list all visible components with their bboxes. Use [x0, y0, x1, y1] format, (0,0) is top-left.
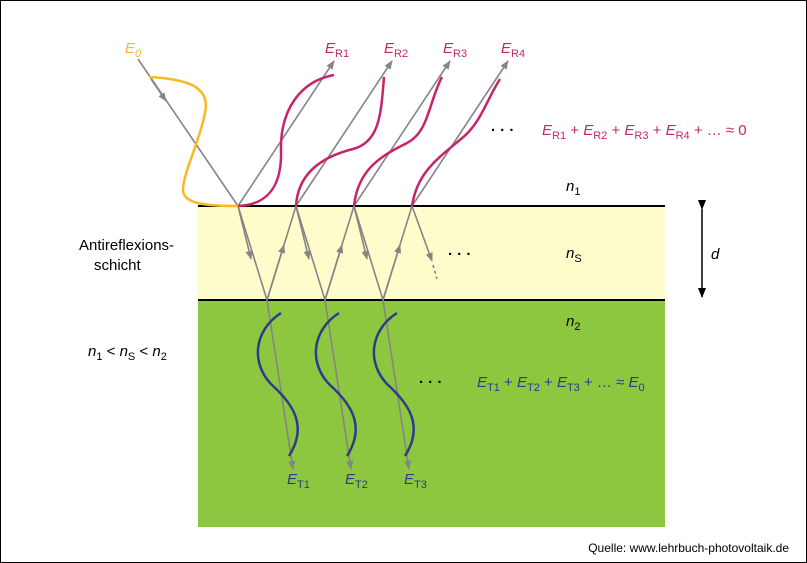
layer-ray-down-4 — [411, 205, 433, 262]
reflected-wave-1 — [237, 73, 335, 208]
layer-ray-down-3-arrow — [353, 205, 369, 260]
label-n2: n2 — [566, 313, 580, 333]
label-et3: ET3 — [404, 471, 427, 491]
label-er2: ER2 — [384, 40, 408, 60]
transmitted-wave-1 — [256, 311, 299, 457]
reflected-ray-1 — [237, 60, 335, 207]
rays — [137, 58, 509, 470]
reflected-wave-2 — [294, 76, 386, 207]
substrate — [198, 300, 665, 527]
layer-ray-down-2-arrow — [295, 205, 311, 260]
label-er3: ER3 — [443, 40, 467, 60]
transmitted-wave-3 — [372, 311, 415, 457]
label-e0: E0 — [125, 40, 142, 60]
label-d: d — [711, 246, 720, 263]
layer-ray-up-3-arrow — [382, 244, 402, 301]
ellipsis-reflected: · · · — [491, 122, 514, 139]
label-et1: ET1 — [287, 471, 310, 491]
reflected-waves — [237, 73, 502, 208]
ellipsis-layer: · · · — [448, 246, 471, 263]
index-relation: n1 < nS < n2 — [88, 343, 167, 363]
transmitted-ray-3 — [382, 299, 412, 470]
coating-layer — [198, 206, 665, 300]
reflected-wave-4 — [410, 78, 502, 207]
transmitted-sum: ET1 + ET2 + ET3 + … ≈ E0 — [477, 374, 645, 394]
ellipsis-transmitted: · · · — [419, 374, 442, 391]
label-ns: nS — [566, 245, 582, 265]
reflected-ray-4 — [411, 60, 509, 207]
label-et2: ET2 — [345, 471, 368, 491]
coating-label-line1: Antireflexions- — [79, 237, 174, 254]
source-credit: Quelle: www.lehrbuch-photovoltaik.de — [588, 541, 789, 555]
layer-ray-up-1-arrow — [266, 244, 286, 301]
reflected-ray-2 — [295, 60, 393, 207]
transmitted-ray-2 — [324, 299, 354, 470]
incident-ray-arrow — [150, 78, 167, 102]
layer-ray-up-2-arrow — [324, 244, 344, 301]
transmitted-waves — [256, 311, 415, 457]
label-n1: n1 — [566, 178, 580, 198]
reflected-ray-3 — [353, 60, 451, 207]
layer-ray-down-4-dash — [432, 264, 438, 280]
transmitted-ray-1 — [266, 299, 296, 470]
layer-ray-down-1-arrow — [237, 205, 253, 260]
label-er1: ER1 — [325, 40, 349, 60]
reflected-sum: ER1 + ER2 + ER3 + ER4 + … ≈ 0 — [542, 122, 747, 142]
label-er4: ER4 — [501, 40, 525, 60]
transmitted-wave-2 — [314, 311, 357, 457]
incident-wave — [148, 75, 239, 208]
reflected-wave-3 — [352, 76, 444, 207]
coating-label-line2: schicht — [94, 257, 142, 274]
